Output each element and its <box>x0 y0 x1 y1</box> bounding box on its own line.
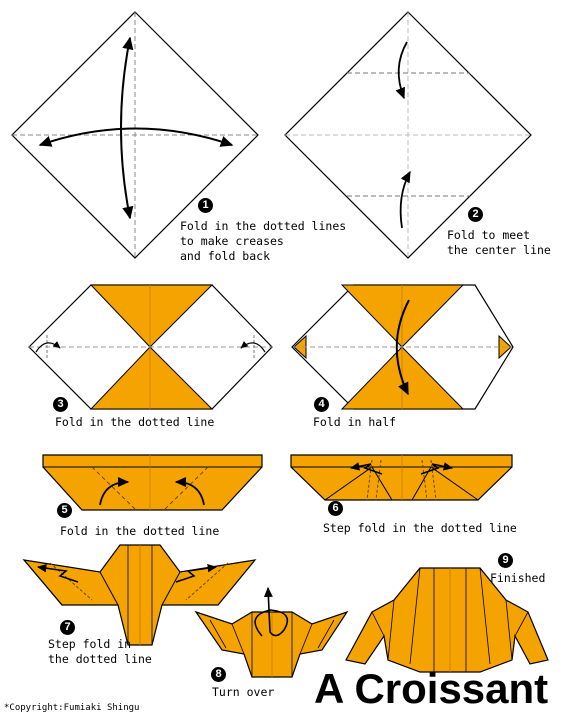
step-8-caption: Turn over <box>212 685 275 699</box>
step-1-caption: Fold in the dotted lines to make creases… <box>180 219 347 263</box>
step-9-figure <box>345 567 549 673</box>
step-6-caption: Step fold in the dotted line <box>323 521 517 535</box>
step-2-bottom-arrow <box>399 170 411 229</box>
step-2-figure <box>284 11 532 259</box>
step-5-figure <box>42 454 263 511</box>
step-8-figure <box>194 586 349 678</box>
step-6-number: 6 <box>328 501 343 516</box>
step-2-top-arrow <box>395 41 408 100</box>
step-6-figure <box>290 454 513 501</box>
step-8-turn-arrow <box>254 586 289 637</box>
step-2-number: 2 <box>468 207 483 222</box>
step-9-caption: Finished <box>490 571 546 585</box>
step-7-caption: Step fold in the dotted line <box>48 637 152 666</box>
page-title: A Croissant <box>314 665 549 712</box>
step-4-number: 4 <box>314 397 329 412</box>
step-5-caption: Fold in the dotted line <box>60 524 220 538</box>
step-1-figure <box>11 11 259 259</box>
step-3-number: 3 <box>53 397 68 412</box>
step-2-caption: Fold to meet the center line <box>447 228 551 257</box>
step-3-caption: Fold in the dotted line <box>55 415 215 429</box>
step-3-figure <box>28 284 273 410</box>
step-8-number: 8 <box>211 667 226 682</box>
step-1-number: 1 <box>198 198 213 213</box>
step-9-number: 9 <box>498 553 513 568</box>
step-7-number: 7 <box>60 620 75 635</box>
step-1-horizontal-arrow <box>38 127 234 147</box>
step-4-fold-arrow <box>395 299 410 396</box>
copyright-notice: *Copyright:Fumiaki Shingu <box>4 703 140 713</box>
step-4-figure <box>291 284 514 410</box>
step-4-caption: Fold in half <box>313 415 397 429</box>
step-7-figure <box>22 544 257 646</box>
step-5-number: 5 <box>57 503 72 518</box>
